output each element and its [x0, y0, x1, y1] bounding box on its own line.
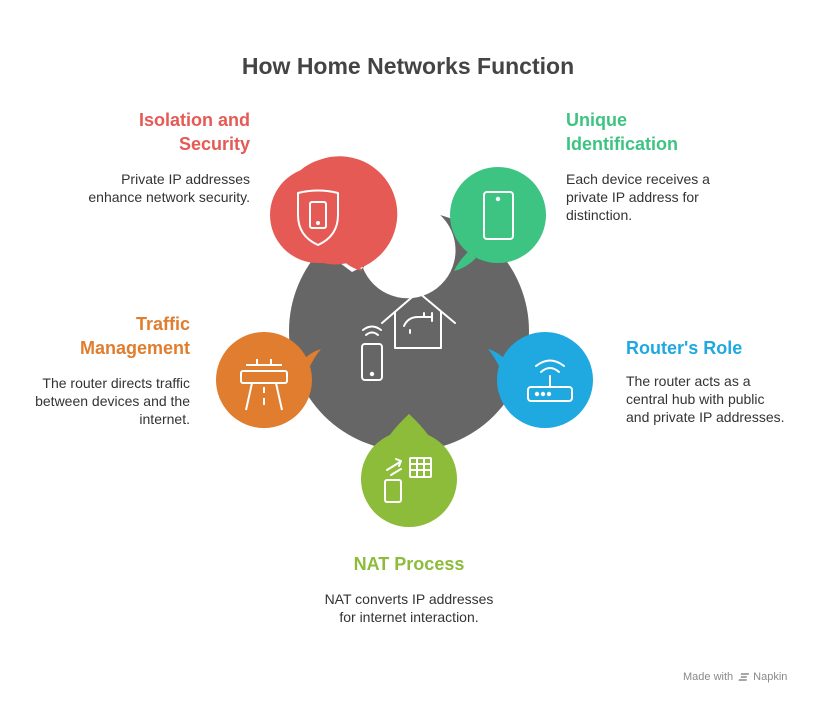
router-description: The router acts as a central hub with pu… — [626, 373, 785, 425]
road-tunnel-icon — [240, 359, 288, 411]
traffic-description: The router directs traffic between devic… — [35, 375, 190, 427]
router-heading: Router's Role — [626, 338, 743, 358]
router-icon — [527, 359, 573, 402]
unique-petal — [450, 167, 546, 271]
tablet-icon — [483, 191, 514, 240]
made-with-napkin-badge: Made with Napkin — [683, 671, 787, 683]
home-network-icon — [361, 291, 456, 381]
traffic-heading: Traffic Management — [79, 314, 190, 358]
shield-phone-icon — [297, 189, 339, 246]
nat-heading: NAT Process — [353, 554, 465, 574]
unique-heading: Unique Identification — [566, 110, 678, 154]
nat-description: NAT converts IP addresses for internet i… — [324, 591, 494, 625]
nat-exchange-icon — [384, 457, 432, 503]
router-petal — [488, 332, 593, 428]
napkin-logo-icon — [738, 673, 750, 681]
isolation-heading: Isolation and Security — [138, 110, 250, 154]
nat-petal — [361, 414, 457, 527]
made-with-label: Made with — [683, 671, 734, 683]
traffic-petal — [216, 332, 321, 428]
napkin-brand: Napkin — [753, 671, 788, 683]
page-title: How Home Networks Function — [241, 53, 575, 79]
unique-description: Each device receives a private IP addres… — [566, 171, 710, 223]
isolation-description: Private IP addresses enhance network sec… — [88, 171, 250, 205]
isolation-petal — [270, 156, 398, 271]
